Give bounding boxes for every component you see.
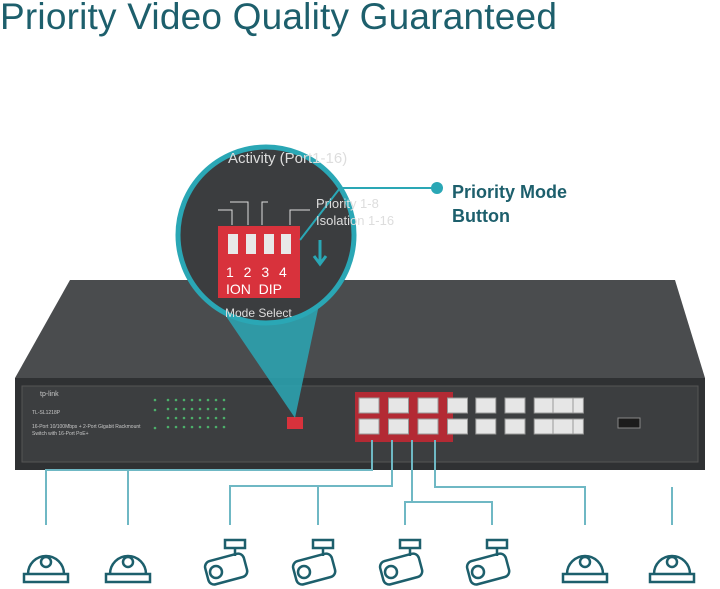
activity-label: Activity (Port1-16) — [228, 150, 348, 167]
switch-description: 16-Port 10/100Mbps + 2-Port Gigabit Rack… — [32, 424, 141, 437]
dome-camera-icon — [104, 554, 152, 584]
connection-lines — [45, 440, 673, 525]
ethernet-port — [388, 418, 409, 435]
callout-dot — [431, 182, 443, 194]
bullet-camera-icon — [203, 538, 249, 586]
sfp-slot — [617, 417, 641, 429]
ethernet-port — [475, 397, 497, 414]
led — [166, 407, 170, 411]
dome-camera-icon — [648, 554, 696, 584]
led — [182, 425, 186, 429]
down-arrow-icon — [312, 240, 328, 267]
magnifier-cone — [215, 300, 320, 418]
dip-text: ION DIP — [226, 281, 283, 297]
model-label: TL-SL1218P — [32, 410, 61, 416]
gigabit-port — [552, 397, 574, 414]
led — [166, 425, 170, 429]
led — [222, 425, 226, 429]
led-grid — [153, 398, 157, 430]
led — [182, 398, 186, 402]
switch-top — [15, 280, 705, 378]
led — [166, 398, 170, 402]
led — [214, 425, 218, 429]
dome-camera-icon — [22, 554, 70, 584]
led — [198, 425, 202, 429]
dip-numbers: 1 2 3 4 — [226, 264, 290, 280]
dip-switch-small — [287, 417, 303, 429]
led — [206, 425, 210, 429]
led — [222, 407, 226, 411]
bullet-camera-icon — [291, 538, 337, 586]
led — [214, 416, 218, 420]
ethernet-port — [447, 397, 468, 414]
led — [190, 398, 194, 402]
page-title: Priority Video Quality Guaranteed — [0, 0, 558, 37]
bullet-camera-icon — [378, 538, 424, 586]
mode-select-label: Mode Select — [225, 306, 292, 320]
ethernet-port — [475, 418, 497, 435]
ethernet-port — [388, 397, 409, 414]
ethernet-port — [504, 397, 526, 414]
led — [174, 398, 178, 402]
isolation-label: Isolation 1-16 — [316, 213, 395, 228]
led — [174, 416, 178, 420]
led — [198, 416, 202, 420]
led — [214, 398, 218, 402]
led — [182, 407, 186, 411]
led — [198, 398, 202, 402]
led — [206, 398, 210, 402]
ethernet-port — [504, 418, 526, 435]
led — [166, 416, 170, 420]
led — [190, 407, 194, 411]
led — [182, 416, 186, 420]
led — [190, 425, 194, 429]
led — [198, 407, 202, 411]
gigabit-port — [552, 418, 574, 435]
dome-camera-icon — [561, 554, 609, 584]
led — [206, 416, 210, 420]
ethernet-port — [533, 418, 555, 435]
ethernet-port — [417, 418, 439, 435]
ethernet-port — [417, 397, 439, 414]
brand-logo: tp-link — [40, 391, 59, 398]
led — [190, 416, 194, 420]
led — [174, 407, 178, 411]
led — [214, 407, 218, 411]
ethernet-port — [533, 397, 555, 414]
priority-label: Priority 1-8 — [316, 196, 379, 211]
led — [222, 416, 226, 420]
ethernet-port — [447, 418, 468, 435]
led — [206, 407, 210, 411]
led — [174, 425, 178, 429]
ethernet-port — [358, 418, 380, 435]
bullet-camera-icon — [465, 538, 511, 586]
ethernet-port — [358, 397, 380, 414]
led — [222, 398, 226, 402]
